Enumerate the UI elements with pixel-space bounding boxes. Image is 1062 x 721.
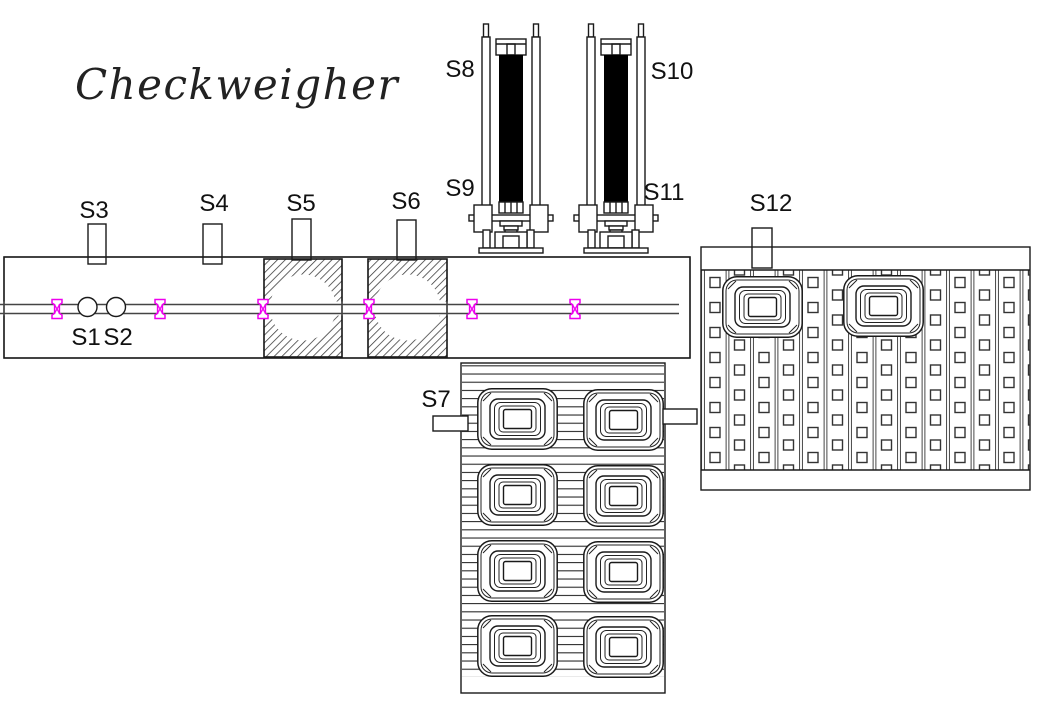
sensor-s3-probe — [87, 223, 107, 265]
label-s4: S4 — [199, 190, 228, 217]
side-tab-s7 — [432, 415, 469, 432]
roller-conveyor — [432, 362, 698, 694]
diagram-title: Checkweigher — [75, 60, 401, 109]
label-s10: S10 — [651, 58, 694, 85]
label-s3: S3 — [79, 197, 108, 224]
mesh-conveyor — [700, 227, 1031, 491]
label-s1: S1 — [71, 324, 100, 351]
top-tab-s12 — [751, 227, 773, 269]
container-tray — [477, 540, 558, 602]
sensor-s4-probe — [202, 223, 223, 265]
container-tray — [583, 465, 664, 527]
container-tray — [477, 615, 558, 677]
container-tray — [477, 464, 558, 526]
label-s12: S12 — [750, 190, 793, 217]
main-conveyor — [0, 218, 691, 359]
label-s5: S5 — [286, 190, 315, 217]
sensor-s6-probe — [396, 219, 417, 261]
label-s6: S6 — [391, 188, 420, 215]
side-tab-right — [662, 408, 698, 425]
conveyor-housing-outline — [3, 256, 691, 359]
label-s7: S7 — [421, 386, 450, 413]
label-s11: S11 — [644, 179, 685, 206]
label-s2: S2 — [103, 324, 132, 351]
container-tray — [583, 541, 664, 603]
vertical-tower-s8-s9 — [468, 23, 554, 254]
container-tray — [583, 389, 664, 451]
container-tray — [583, 616, 664, 678]
sensor-s5-probe — [291, 218, 312, 261]
container-tray — [722, 276, 803, 338]
label-s9: S9 — [445, 175, 474, 202]
container-tray — [843, 275, 924, 337]
container-tray — [477, 388, 558, 450]
labels: Checkweigher S1 S2 S3 S4 S5 S6 S7 S8 S9 … — [71, 56, 792, 413]
item-s2-circle — [105, 296, 127, 318]
item-s1-circle — [77, 296, 98, 318]
vertical-tower-s10-s11 — [573, 23, 659, 254]
label-s8: S8 — [445, 56, 474, 83]
